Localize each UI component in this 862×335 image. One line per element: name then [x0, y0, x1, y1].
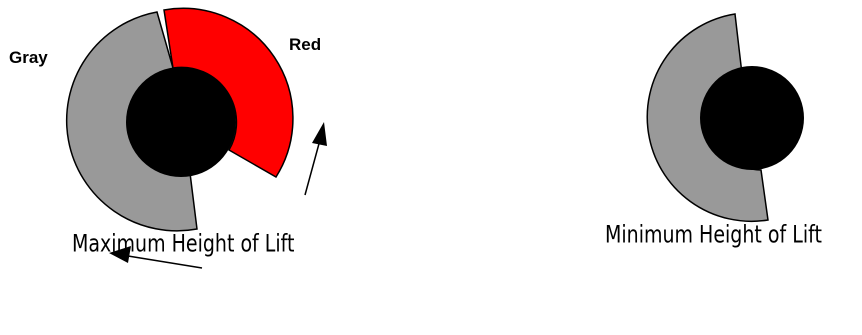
min-lift-figure: Minimum Height of Lift [605, 13, 822, 250]
gray-label: Gray [9, 48, 48, 67]
red-label: Red [289, 35, 321, 54]
upward-arrow [304, 122, 327, 196]
hub-circle-min [700, 66, 804, 170]
leftward-arrow [109, 246, 203, 269]
max-lift-caption: Maximum Height of Lift [72, 231, 294, 259]
max-lift-figure: Gray Red Maximum Height of Lift [9, 7, 327, 269]
min-lift-caption: Minimum Height of Lift [605, 222, 822, 250]
hub-circle [126, 67, 236, 177]
